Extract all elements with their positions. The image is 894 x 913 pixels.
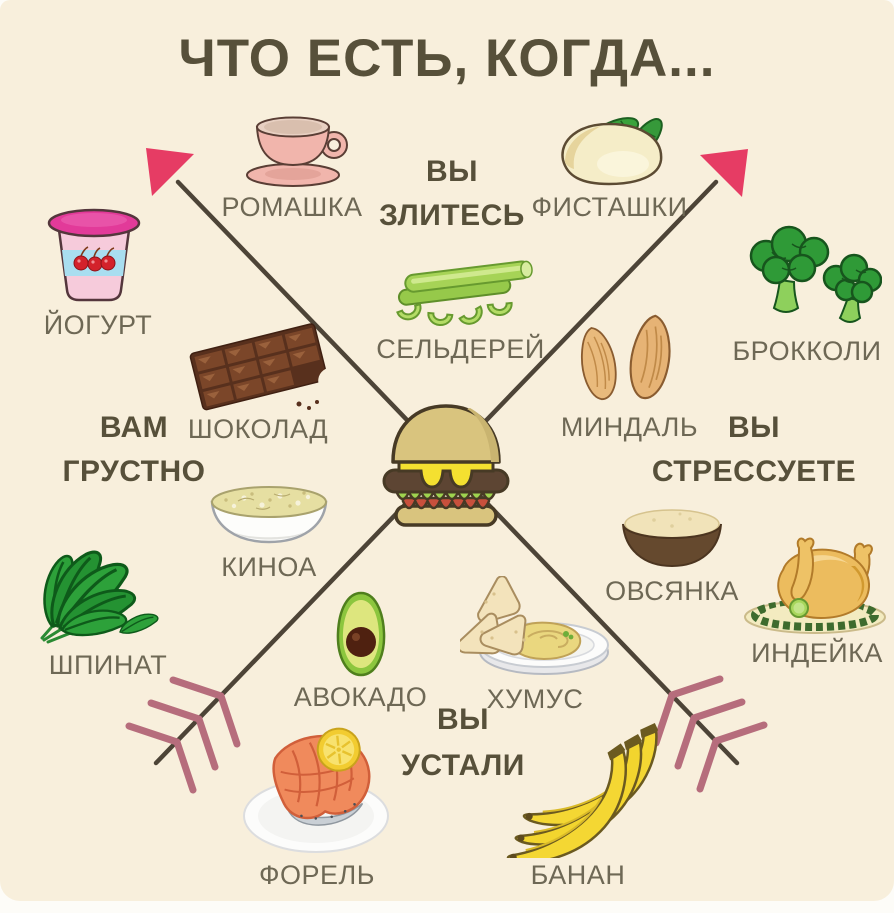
quinoa-bowl-icon xyxy=(210,486,328,544)
food-item-celery: СЕЛЬДЕРЕЙ xyxy=(373,256,548,365)
food-label: СЕЛЬДЕРЕЙ xyxy=(376,334,545,364)
turkey-icon xyxy=(744,537,886,634)
food-item-burger xyxy=(371,384,521,534)
food-item-chamomile: РОМАШКА xyxy=(212,112,372,223)
spinach-icon xyxy=(40,550,159,644)
broccoli-icon xyxy=(749,225,882,323)
food-item-trout: ФОРЕЛЬ xyxy=(232,722,402,891)
quadrant-label-stressed: ВЫ СТРЕССУЕТЕ xyxy=(651,411,857,488)
food-item-pistachios: ФИСТАШКИ xyxy=(527,106,692,223)
burger-icon xyxy=(382,404,510,527)
celery-icon xyxy=(395,260,533,326)
oatmeal-bowl-icon xyxy=(622,509,722,568)
food-item-almonds: МИНДАЛЬ xyxy=(560,306,699,443)
food-label: АВОКАДО xyxy=(293,682,428,712)
food-item-spinach: ШПИНАТ xyxy=(22,526,194,681)
food-label: БАНАН xyxy=(530,860,626,890)
food-item-hummus: ХУМУС xyxy=(455,576,615,715)
quadrant-label-sad: ВАМ ГРУСТНО xyxy=(62,411,206,488)
food-label: ШПИНАТ xyxy=(48,650,168,680)
food-item-banana: БАНАН xyxy=(492,722,664,891)
fletching-bottom-right xyxy=(652,675,768,793)
arrowhead-top-right xyxy=(700,149,748,197)
trout-steak-icon xyxy=(243,727,389,853)
food-label: ХУМУС xyxy=(486,684,584,714)
food-label: ФИСТАШКИ xyxy=(531,192,688,222)
quadrant-label-angry: ВЫ ЗЛИТЕСЬ xyxy=(379,155,525,232)
food-label: КИНОА xyxy=(221,552,317,582)
pistachio-icon xyxy=(560,117,663,186)
chamomile-tea-icon xyxy=(246,116,348,187)
food-item-avocado: АВОКАДО xyxy=(294,588,427,713)
fletching-bottom-left xyxy=(125,676,241,794)
food-label: ИНДЕЙКА xyxy=(751,638,883,668)
almonds-icon xyxy=(580,314,670,401)
food-label: ФОРЕЛЬ xyxy=(259,860,375,890)
yogurt-cup-icon xyxy=(47,208,141,302)
chocolate-bar-icon xyxy=(189,323,336,411)
food-item-yogurt: ЙОГУРТ xyxy=(28,202,168,341)
food-label: БРОККОЛИ xyxy=(732,336,882,366)
food-item-chocolate: ШОКОЛАД xyxy=(178,318,338,445)
quadrant-label-tired: ВЫ УСТАЛИ xyxy=(401,703,525,782)
food-label: ОВСЯНКА xyxy=(605,576,739,606)
food-label: РОМАШКА xyxy=(221,192,363,222)
food-item-oatmeal: ОВСЯНКА xyxy=(605,502,739,607)
food-item-broccoli: БРОККОЛИ xyxy=(728,222,886,367)
food-label: ШОКОЛАД xyxy=(187,414,329,444)
page-title: ЧТО ЕСТЬ, КОГДА... xyxy=(178,29,716,88)
food-label: ЙОГУРТ xyxy=(43,310,153,340)
banana-icon xyxy=(506,723,659,858)
avocado-icon xyxy=(336,591,385,677)
arrowhead-top-left xyxy=(146,148,194,196)
food-label: МИНДАЛЬ xyxy=(560,412,699,442)
food-item-turkey: ИНДЕЙКА xyxy=(742,536,892,669)
food-item-quinoa: КИНОА xyxy=(204,476,334,583)
hummus-plate-icon xyxy=(460,576,609,675)
